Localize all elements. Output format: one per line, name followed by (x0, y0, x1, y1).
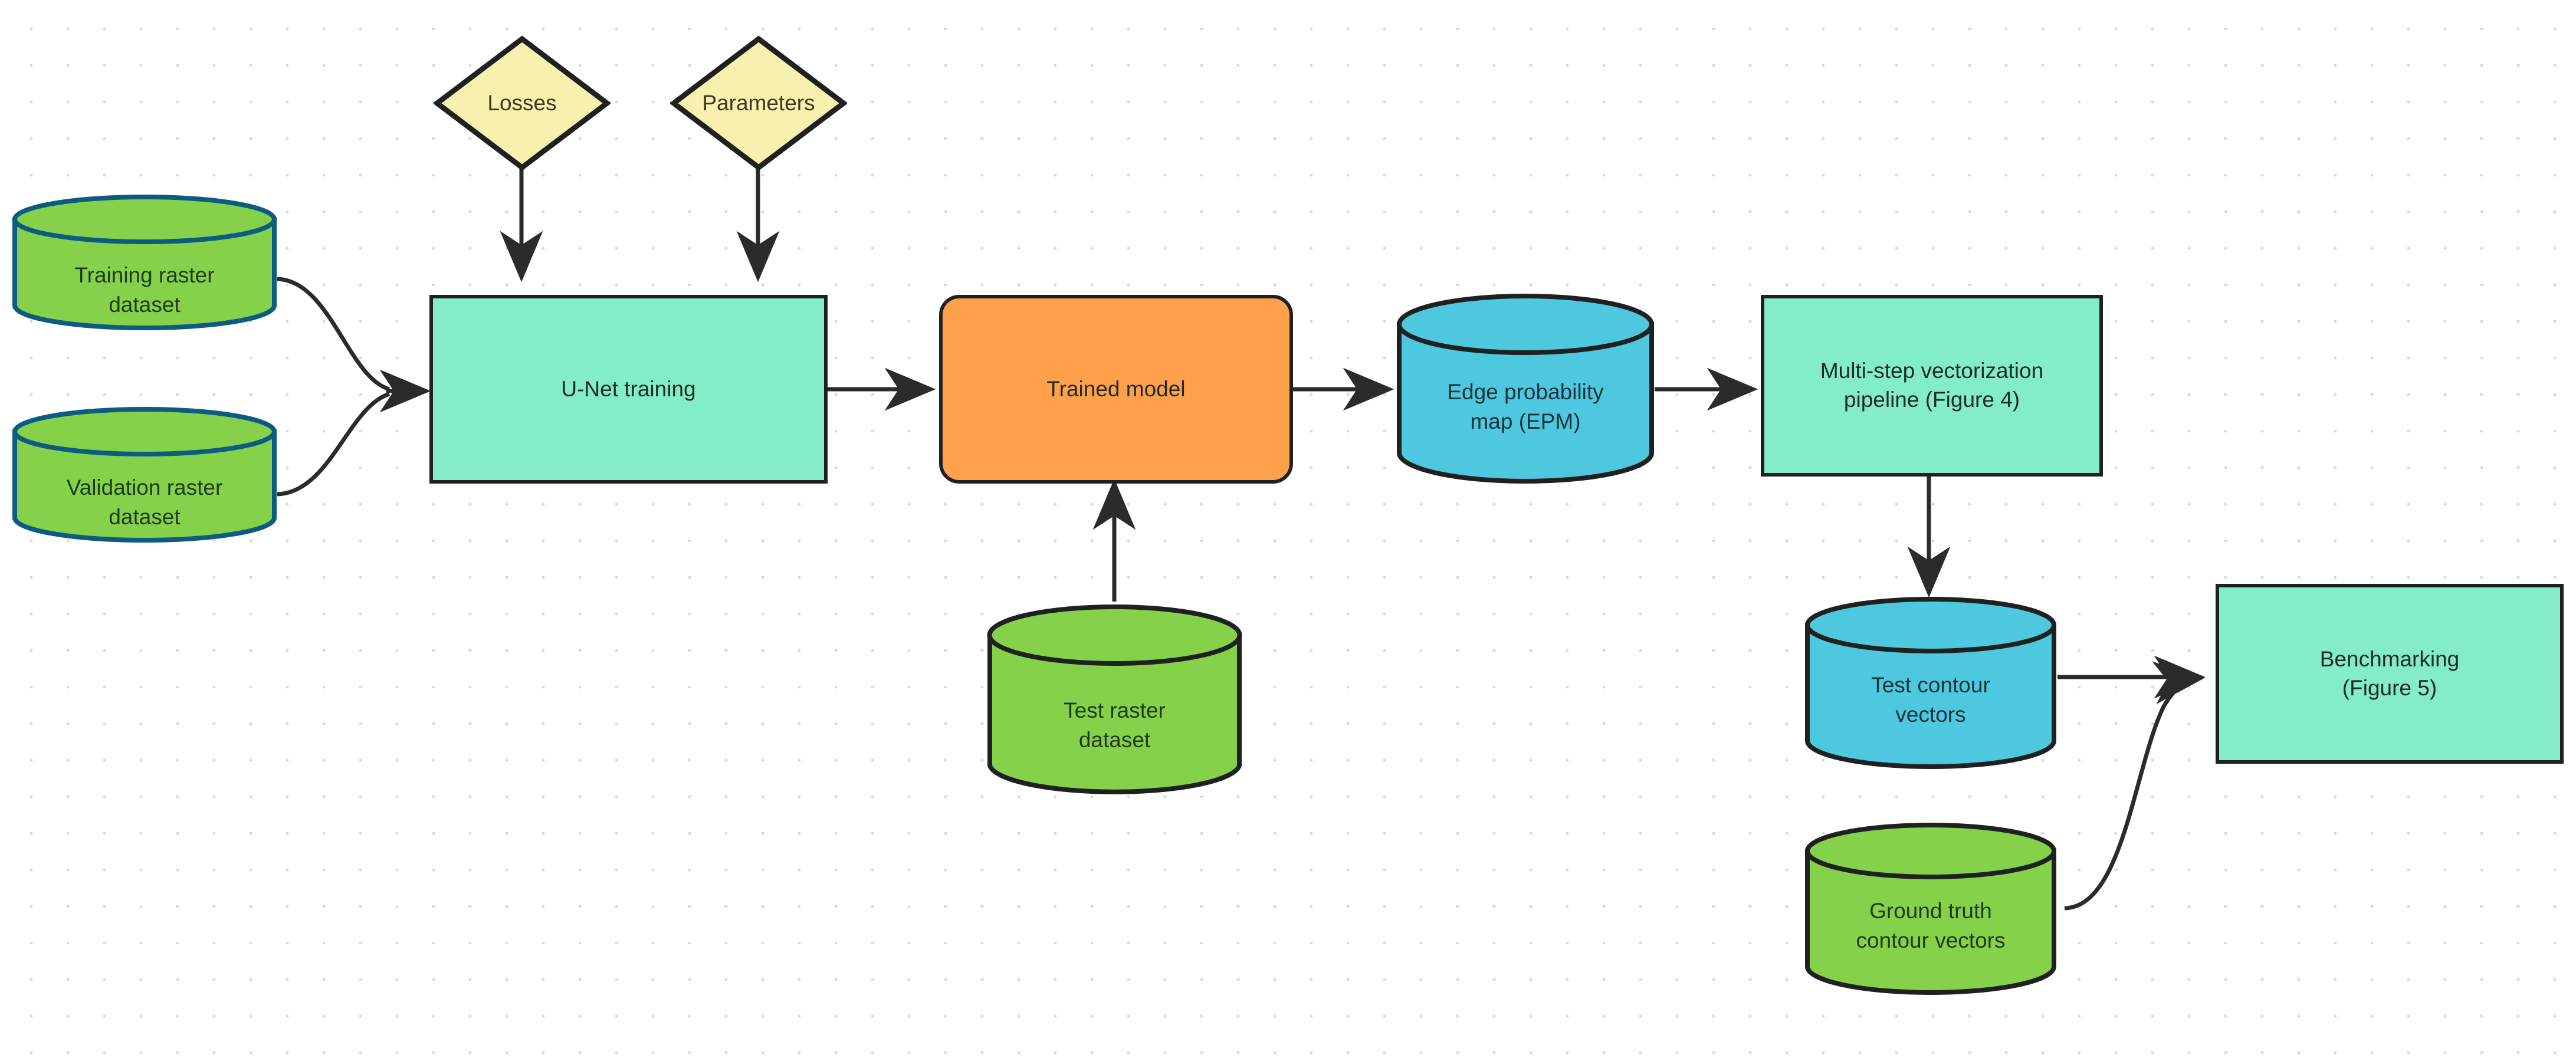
node-vectorization-pipeline[interactable]: Multi-step vectorization pipeline (Figur… (1761, 295, 2103, 477)
node-validation-raster-dataset[interactable]: Validation raster dataset (12, 407, 277, 543)
cylinder-shape (12, 195, 277, 330)
cylinder-shape (1397, 294, 1654, 484)
node-label: U-Net training (561, 376, 696, 401)
node-benchmarking[interactable]: Benchmarking (Figure 5) (2216, 584, 2564, 764)
node-test-raster-dataset[interactable]: Test raster dataset (986, 604, 1243, 796)
node-label: Test contour vectors (1871, 673, 1990, 727)
node-label: Validation raster dataset (66, 475, 223, 529)
node-edge-probability-map[interactable]: Edge probability map (EPM) (1396, 294, 1655, 484)
edge-ground-truth-to-benchmarking (2064, 661, 2206, 911)
cylinder-shape (1805, 823, 2056, 995)
node-parameters[interactable]: Parameters (670, 35, 847, 171)
node-training-raster-dataset[interactable]: Training raster dataset (12, 195, 277, 330)
node-label: Ground truth contour vectors (1856, 899, 2006, 952)
node-label: Test raster dataset (1064, 698, 1166, 752)
edge-validation-to-unet (277, 392, 390, 497)
node-label: Training raster dataset (74, 263, 215, 317)
node-label: Losses (487, 91, 557, 115)
node-ground-truth-contour-vectors[interactable]: Ground truth contour vectors (1804, 823, 2057, 995)
node-label: Multi-step vectorization pipeline (Figur… (1820, 359, 2044, 412)
node-label: Edge probability map (EPM) (1447, 380, 1604, 433)
node-label: Benchmarking (Figure 5) (2319, 646, 2460, 700)
cylinder-shape (12, 407, 277, 543)
edge-training-to-unet (277, 277, 390, 392)
node-label: Parameters (702, 91, 815, 115)
cylinder-shape (1805, 597, 2056, 769)
node-trained-model[interactable]: Trained model (939, 295, 1293, 484)
node-unet-training[interactable]: U-Net training (429, 295, 828, 484)
diamond-shape (670, 35, 847, 171)
node-label: Trained model (1046, 376, 1186, 401)
node-test-contour-vectors[interactable]: Test contour vectors (1804, 597, 2057, 769)
cylinder-shape (987, 604, 1242, 794)
diamond-shape (434, 35, 611, 171)
node-losses[interactable]: Losses (434, 35, 611, 171)
